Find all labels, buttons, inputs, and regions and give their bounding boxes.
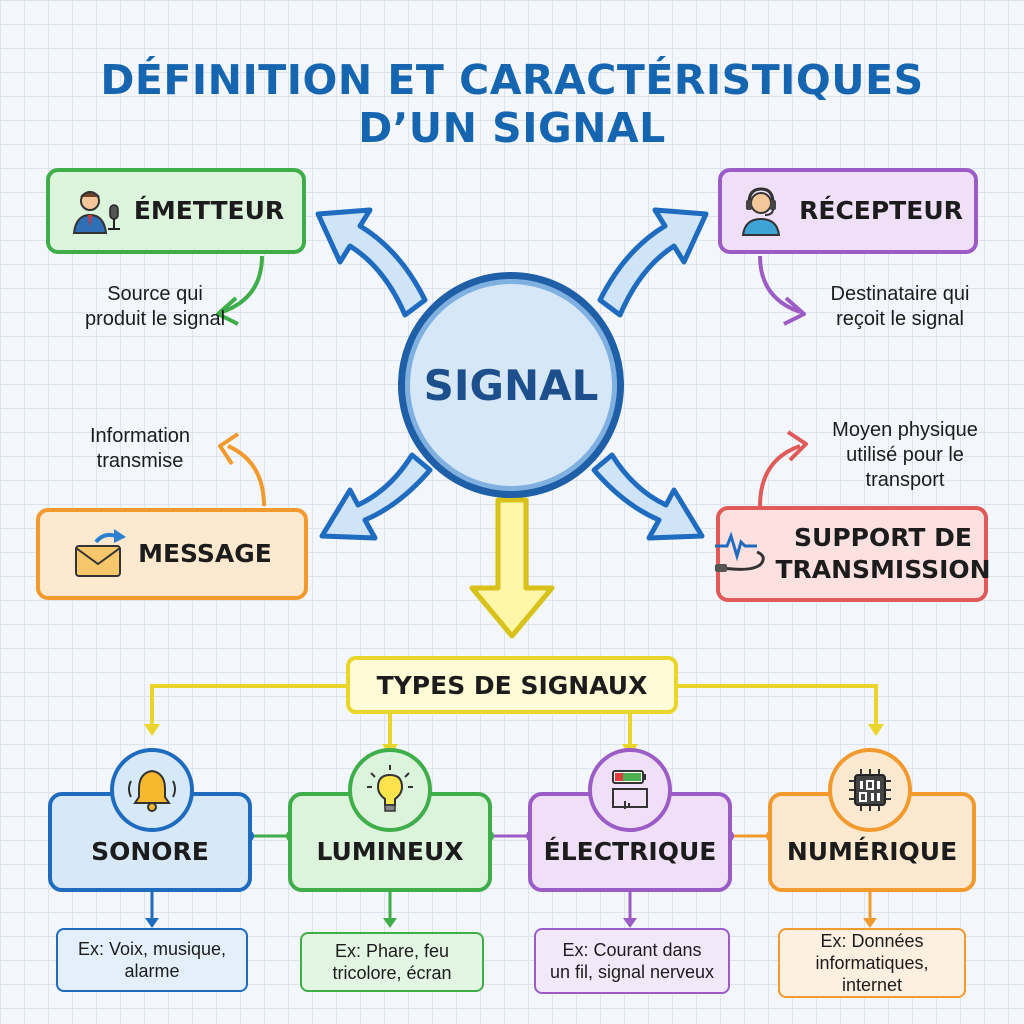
bell-icon — [110, 748, 194, 832]
support-note-line-2: utilisé pour le — [846, 444, 964, 466]
chip-binary-icon — [828, 748, 912, 832]
types-connector-heads — [144, 724, 884, 756]
arrow-to-message — [319, 452, 433, 541]
example-lumineux-line-2: tricolore, écran — [332, 963, 452, 983]
support-label-line-1: SUPPORT DE — [794, 523, 972, 552]
example-box-lumineux: Ex: Phare, feu tricolore, écran — [300, 932, 484, 992]
signal-center-node: SIGNAL — [398, 272, 624, 498]
title-line-2: D’UN SIGNAL — [358, 104, 666, 152]
arrow-to-recepteur — [597, 207, 709, 318]
example-electrique-line-1: Ex: Courant dans — [562, 940, 702, 960]
recepteur-box: RÉCEPTEUR — [718, 168, 978, 254]
type-label-electrique: ÉLECTRIQUE — [543, 837, 717, 866]
recepteur-note-line-2: reçoit le signal — [836, 308, 964, 330]
example-numerique-line-1: Ex: Données — [820, 931, 924, 951]
types-connectors — [150, 684, 878, 748]
example-lumineux-line-1: Ex: Phare, feu — [334, 941, 450, 961]
emetteur-label: ÉMETTEUR — [133, 196, 285, 225]
support-label: SUPPORT DE TRANSMISSION — [775, 522, 990, 586]
note-arrow-message-head — [218, 432, 240, 466]
message-note-line-2: transmise — [96, 450, 184, 472]
emetteur-note-line-2: produit le signal — [84, 308, 226, 330]
example-sonore-line-2: alarme — [124, 961, 180, 981]
cable-wave-icon — [713, 526, 769, 582]
battery-circuit-icon — [588, 748, 672, 832]
example-box-sonore: Ex: Voix, musique, alarme — [56, 928, 248, 992]
message-note: Information transmise — [50, 424, 230, 474]
support-label-line-2: TRANSMISSION — [775, 555, 991, 584]
message-note-line-1: Information — [89, 425, 191, 447]
type-label-sonore: SONORE — [91, 837, 209, 866]
recepteur-note-line-1: Destinataire qui — [830, 283, 970, 305]
example-numerique-line-3: internet — [841, 975, 903, 995]
recepteur-label: RÉCEPTEUR — [799, 196, 963, 225]
signal-center-label: SIGNAL — [423, 360, 599, 410]
support-note: Moyen physique utilisé pour le transport — [810, 418, 1000, 493]
note-arrow-emetteur-head — [216, 296, 239, 326]
arrow-to-emetteur — [315, 207, 428, 318]
support-note-line-3: transport — [865, 469, 945, 491]
support-note-line-1: Moyen physique — [832, 419, 978, 441]
arrow-to-types — [469, 497, 555, 639]
example-numerique-line-2: informatiques, — [815, 953, 929, 973]
example-sonore-line-1: Ex: Voix, musique, — [77, 939, 227, 959]
note-arrow-support — [758, 444, 801, 507]
type-label-numerique: NUMÉRIQUE — [786, 837, 958, 866]
envelope-icon — [72, 526, 128, 582]
person-microphone-icon — [68, 183, 124, 239]
lightbulb-icon — [348, 748, 432, 832]
person-headset-icon — [733, 183, 789, 239]
types-title: TYPES DE SIGNAUX — [346, 656, 678, 714]
example-connectors — [150, 890, 872, 920]
message-label: MESSAGE — [138, 539, 272, 568]
example-box-electrique: Ex: Courant dans un fil, signal nerveux — [534, 928, 730, 994]
emetteur-box: ÉMETTEUR — [46, 168, 306, 254]
support-box: SUPPORT DE TRANSMISSION — [713, 506, 991, 602]
title-line-1: DÉFINITION ET CARACTÉRISTIQUES — [100, 56, 924, 104]
note-arrow-message — [227, 444, 266, 507]
emetteur-note-line-1: Source qui — [107, 283, 203, 305]
emetteur-note: Source qui produit le signal — [50, 282, 260, 332]
message-box: MESSAGE — [36, 508, 308, 600]
arrow-to-support — [591, 452, 705, 541]
note-arrow-support-head — [786, 430, 808, 462]
recepteur-note: Destinataire qui reçoit le signal — [790, 282, 1010, 332]
note-arrow-recepteur — [758, 255, 801, 314]
note-arrow-emetteur — [221, 255, 264, 314]
example-connector-heads — [145, 918, 877, 928]
type-label-lumineux: LUMINEUX — [316, 837, 464, 866]
note-arrow-recepteur-head — [783, 296, 806, 326]
example-box-numerique: Ex: Données informatiques, internet — [778, 928, 966, 998]
example-electrique-line-2: un fil, signal nerveux — [549, 962, 715, 982]
